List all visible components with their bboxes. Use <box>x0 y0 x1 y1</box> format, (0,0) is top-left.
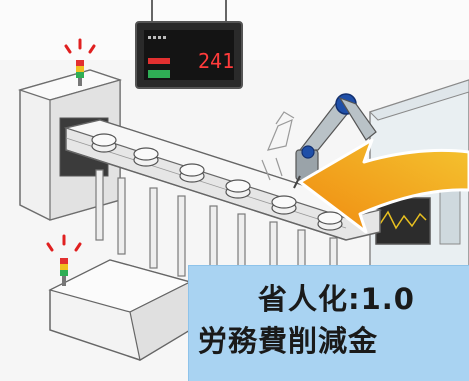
robot-arm-ghost <box>261 111 295 181</box>
warning-icon <box>46 234 82 252</box>
warning-icon <box>64 38 96 54</box>
display-red-bar <box>148 58 170 64</box>
signal-tower-icon <box>76 60 84 86</box>
display-board: 241 <box>135 0 243 89</box>
caption-line-2: 労務費削減金 <box>198 324 379 358</box>
highlight-arrow <box>298 138 469 234</box>
conveyor-legs <box>95 169 338 277</box>
display-green-bar <box>148 70 170 78</box>
caption-line-1: 省人化:1.0 <box>258 282 415 316</box>
caption-box <box>188 265 469 381</box>
display-value: 241 <box>198 49 234 73</box>
monitor-graph <box>379 210 427 230</box>
signal-tower-icon <box>60 258 68 286</box>
belt-products <box>91 133 343 231</box>
